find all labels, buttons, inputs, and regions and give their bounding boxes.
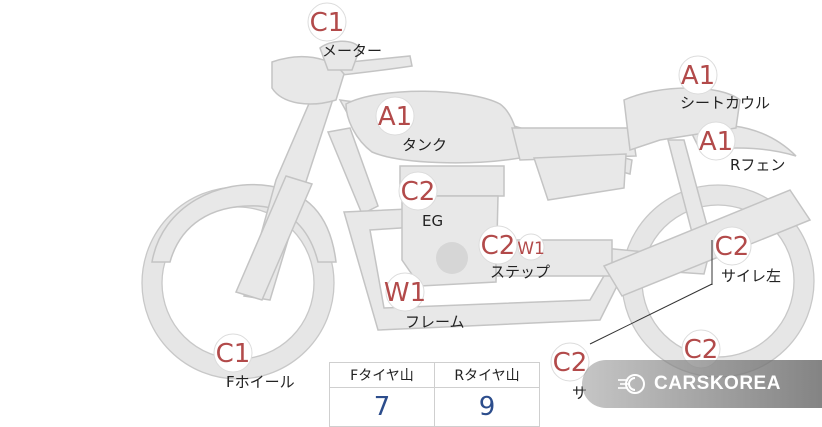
svg-text:タンク: タンク: [402, 136, 447, 154]
svg-text:C1: C1: [216, 339, 251, 369]
badge-r-fender: A1 Rフェン: [696, 121, 785, 174]
svg-text:A1: A1: [699, 127, 733, 157]
silencer: [602, 189, 812, 297]
svg-text:Rフェン: Rフェン: [730, 156, 785, 174]
frame-down: [326, 127, 379, 216]
engine-cover: [436, 242, 468, 274]
svg-text:サイレ左: サイレ左: [721, 267, 781, 285]
svg-text:C1: C1: [310, 8, 345, 38]
fork-outer: [234, 175, 314, 301]
rear-tire-value: 9: [434, 387, 540, 427]
svg-text:C2: C2: [553, 348, 588, 378]
badge-step-extra: W1: [517, 233, 545, 261]
svg-text:フレーム: フレーム: [405, 313, 465, 331]
front-tire-value: 7: [329, 387, 435, 427]
side-cover: [532, 153, 627, 201]
front-tire-header: Fタイヤ山: [329, 362, 435, 388]
svg-text:W1: W1: [384, 278, 426, 308]
badge-meter: C1 メーター: [307, 2, 382, 60]
rear-tire-header: Rタイヤ山: [434, 362, 540, 388]
silencer-leader-2: [589, 283, 713, 345]
svg-text:A1: A1: [378, 102, 412, 132]
carskorea-logo-icon: [618, 374, 645, 394]
badge-step: C2 ステップ: [478, 225, 550, 281]
svg-text:C2: C2: [481, 231, 516, 261]
svg-text:シートカウル: シートカウル: [680, 94, 770, 112]
badge-seat-cowl: A1 シートカウル: [678, 55, 770, 112]
svg-text:メーター: メーター: [322, 42, 382, 60]
carskorea-watermark: CARSKOREA: [582, 360, 822, 408]
badge-silencer-left: C2 サイレ左: [712, 226, 781, 285]
badge-frame: W1 フレーム: [384, 272, 465, 331]
svg-text:EG: EG: [422, 212, 443, 230]
badge-tank: A1 タンク: [375, 96, 447, 154]
svg-text:Fホイール: Fホイール: [226, 373, 295, 391]
svg-text:C2: C2: [715, 232, 750, 262]
headlight: [271, 55, 345, 105]
engine-block: [401, 195, 499, 287]
tire-tread-table: Fタイヤ山 Rタイヤ山 7 9: [329, 362, 540, 427]
watermark-text: CARSKOREA: [654, 373, 781, 394]
svg-text:C2: C2: [401, 177, 436, 207]
svg-text:ステップ: ステップ: [490, 263, 550, 281]
seat: [511, 127, 637, 161]
badge-f-wheel: C1 Fホイール: [213, 333, 295, 391]
svg-text:W1: W1: [517, 239, 545, 259]
badge-engine: C2 EG: [398, 171, 443, 230]
svg-text:A1: A1: [681, 61, 715, 91]
meter-housing: [319, 40, 361, 71]
